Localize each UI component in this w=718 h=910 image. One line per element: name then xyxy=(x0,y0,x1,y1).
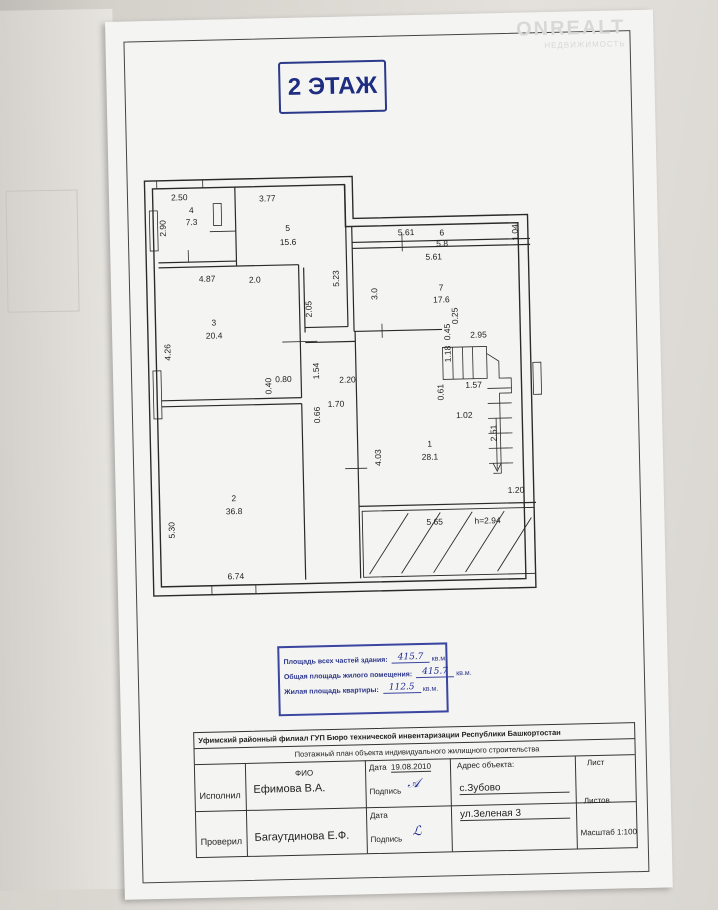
checker-name: Багаутдинова Е.Ф. xyxy=(254,829,350,844)
area-row-living: Жилая площадь квартиры: 112.5 кв.м. xyxy=(284,682,442,697)
sign-label: Подпись xyxy=(369,786,402,797)
dim-label: 1.04 xyxy=(510,224,520,241)
dim-label: 0.45 xyxy=(442,323,452,340)
dim-label: 1.70 xyxy=(328,399,345,409)
floor-plan: 4 7.3 5 15.6 6 5.8 7 17.6 3 20.4 1 28.1 … xyxy=(143,175,542,597)
room-6-area: 5.8 xyxy=(436,238,448,248)
dim-label: 1.18 xyxy=(442,345,452,362)
executor-role: Исполнил xyxy=(199,790,241,802)
area-unit: кв.м. xyxy=(431,655,448,663)
fio-header: ФИО xyxy=(294,768,314,778)
dim-label: 5.30 xyxy=(166,522,176,539)
executor-name: Ефимова В.А. xyxy=(253,782,326,796)
date-value: 19.08.2010 xyxy=(390,761,432,773)
sheet-label: Лист xyxy=(586,757,605,768)
dim-label: 3.77 xyxy=(259,193,276,203)
dim-label: 0.66 xyxy=(312,406,322,423)
room-1-number: 1 xyxy=(427,439,432,449)
dim-label: 2.20 xyxy=(339,374,356,384)
dim-label: 6.74 xyxy=(227,571,244,581)
dim-label: 3.0 xyxy=(369,288,379,300)
date-label: Дата xyxy=(368,762,387,773)
org-name: Уфимский районный филиал ГУП Бюро технич… xyxy=(198,727,561,746)
area-premises-label: Общая площадь жилого помещения: xyxy=(283,671,413,682)
dim-label: 2.50 xyxy=(171,192,188,202)
dim-label: 2.05 xyxy=(303,301,313,318)
door-marks xyxy=(187,230,403,470)
interior-walls xyxy=(158,184,537,580)
dim-label: 5.61 xyxy=(398,227,415,237)
dim-label: 2.95 xyxy=(470,329,487,339)
date-label-2: Дата xyxy=(369,810,388,821)
dim-label: 2.51 xyxy=(488,424,498,441)
room-6-number: 6 xyxy=(439,227,444,237)
room-7-area: 17.6 xyxy=(433,294,450,304)
staircase xyxy=(442,346,514,474)
room-1-area: 28.1 xyxy=(422,452,439,462)
dim-label: 1.02 xyxy=(456,410,473,420)
area-premises-value: 415.7 xyxy=(416,666,455,679)
area-unit: кв.м. xyxy=(422,685,439,693)
address-label: Адрес объекта: xyxy=(456,759,515,771)
dim-label: 1.57 xyxy=(465,380,482,390)
dim-label: 0.61 xyxy=(435,384,445,401)
watermark-brand: ONREALT xyxy=(515,16,626,41)
room-2-area: 36.8 xyxy=(226,506,243,516)
address-line2: ул.Зеленая 3 xyxy=(459,806,571,822)
area-row-premises: Общая площадь жилого помещения: 415.7 кв… xyxy=(283,666,472,682)
address-line1: с.Зубово xyxy=(459,780,570,796)
room-3-area: 20.4 xyxy=(206,330,223,340)
dim-label: 1.20 xyxy=(508,485,525,495)
watermark: ONREALT НЕДВИЖИМОСТЬ xyxy=(516,16,626,50)
area-living-value: 112.5 xyxy=(382,682,421,694)
room-5-number: 5 xyxy=(285,223,290,233)
executor-signature: 𝒜 xyxy=(407,776,420,792)
checker-signature: ℒ xyxy=(412,824,422,840)
dim-label: h=2.94 xyxy=(474,515,501,526)
dim-label: 5.61 xyxy=(425,251,442,261)
dim-label: 0.25 xyxy=(450,307,460,324)
dim-label: 4.03 xyxy=(373,449,383,466)
area-living-label: Жилая площадь квартиры: xyxy=(284,686,379,697)
room-4-area: 7.3 xyxy=(186,217,198,227)
area-total-label: Площадь всех частей здания: xyxy=(283,656,388,667)
dim-label: 4.87 xyxy=(199,274,216,284)
sheets-label: Листов xyxy=(583,795,610,806)
area-unit: кв.м. xyxy=(456,669,472,678)
ghost-drawing xyxy=(5,189,80,313)
area-row-total: Площадь всех частей здания: 415.7 кв.м. xyxy=(283,651,447,667)
dim-label: 2.0 xyxy=(249,275,261,285)
windows xyxy=(148,179,542,596)
floor-label-stamp: 2 ЭТАЖ xyxy=(277,59,388,115)
dim-label: 5.65 xyxy=(426,516,443,526)
room-2-number: 2 xyxy=(231,493,236,503)
checker-role: Проверил xyxy=(200,836,243,848)
room-7-number: 7 xyxy=(439,282,444,292)
dim-label: 1.54 xyxy=(311,362,321,379)
dim-label: 4.26 xyxy=(162,344,172,361)
dim-label: 5.23 xyxy=(331,270,341,287)
scale-label: Масштаб 1:100 xyxy=(580,827,638,838)
room-5-area: 15.6 xyxy=(280,237,297,247)
area-total-value: 415.7 xyxy=(391,651,430,664)
title-block: Уфимский районный филиал ГУП Бюро технич… xyxy=(193,722,638,859)
dim-label: 0.40 xyxy=(263,377,273,394)
room-3-number: 3 xyxy=(211,318,216,328)
area-stamp: Площадь всех частей здания: 415.7 кв.м. … xyxy=(277,642,472,717)
dim-label: 2.90 xyxy=(158,220,168,237)
sign-label-2: Подпись xyxy=(370,834,403,845)
room-4-number: 4 xyxy=(189,205,194,215)
stair-void-hatch xyxy=(361,506,537,578)
dim-label: 0.80 xyxy=(275,374,292,384)
floor-plan-sheet: ONREALT НЕДВИЖИМОСТЬ 2 ЭТАЖ xyxy=(105,9,673,900)
